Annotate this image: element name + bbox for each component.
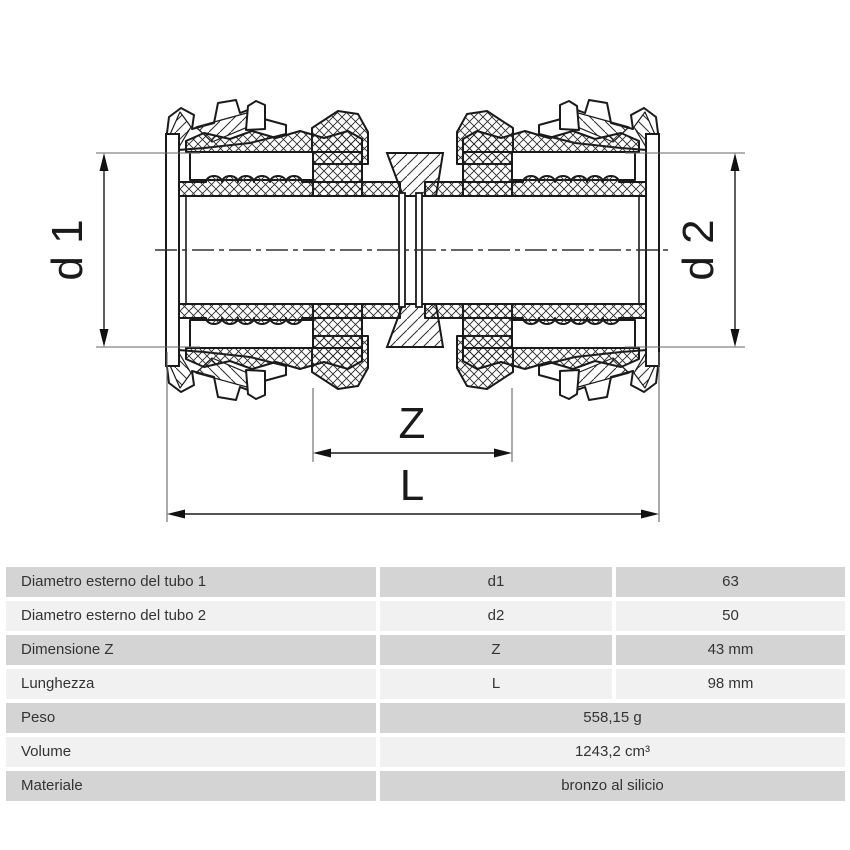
row-value: 558,15 g (380, 703, 845, 733)
arrow-up-icon (99, 153, 109, 171)
row-label: Diametro esterno del tubo 1 (6, 567, 376, 597)
row-value: 98 mm (616, 669, 845, 699)
row-symbol: d2 (380, 601, 612, 631)
arrow-left-icon (313, 448, 331, 458)
label-l: L (400, 461, 424, 510)
row-label: Dimensione Z (6, 635, 376, 665)
dimension-z: Z (312, 388, 513, 462)
table-row: Dimensione Z Z 43 mm (6, 635, 845, 665)
table-row: Diametro esterno del tubo 1 d1 63 (6, 567, 845, 597)
row-value: 43 mm (616, 635, 845, 665)
row-label: Materiale (6, 771, 376, 801)
table-row: Materiale bronzo al silicio (6, 771, 845, 801)
table-row: Volume 1243,2 cm³ (6, 737, 845, 767)
row-label: Peso (6, 703, 376, 733)
dimension-d1: d 1 (43, 152, 200, 348)
coupling-body (155, 99, 668, 401)
arrow-down-icon (99, 329, 109, 347)
arrow-right-icon (494, 448, 512, 458)
arrow-right-icon (641, 509, 659, 519)
arrow-down-icon (730, 329, 740, 347)
row-symbol: L (380, 669, 612, 699)
arrow-up-icon (730, 153, 740, 171)
table-row: Lunghezza L 98 mm (6, 669, 845, 699)
dimension-l: L (166, 352, 660, 522)
row-value: bronzo al silicio (380, 771, 845, 801)
technical-drawing-area: d 1 d 2 Z L (43, 99, 745, 522)
row-symbol: d1 (380, 567, 612, 597)
table-row: Peso 558,15 g (6, 703, 845, 733)
row-label: Lunghezza (6, 669, 376, 699)
spec-table: Diametro esterno del tubo 1 d1 63 Diamet… (6, 567, 845, 801)
row-symbol: Z (380, 635, 612, 665)
arrow-left-icon (167, 509, 185, 519)
label-d2: d 2 (674, 219, 723, 280)
coupling-diagram: d 1 d 2 Z L (43, 99, 745, 522)
row-value: 50 (616, 601, 845, 631)
label-d1: d 1 (43, 219, 92, 280)
label-z: Z (399, 399, 426, 448)
dimension-d2: d 2 (625, 152, 745, 348)
row-label: Diametro esterno del tubo 2 (6, 601, 376, 631)
row-value: 63 (616, 567, 845, 597)
table-row: Diametro esterno del tubo 2 d2 50 (6, 601, 845, 631)
central-stop (385, 152, 445, 348)
row-value: 1243,2 cm³ (380, 737, 845, 767)
row-label: Volume (6, 737, 376, 767)
